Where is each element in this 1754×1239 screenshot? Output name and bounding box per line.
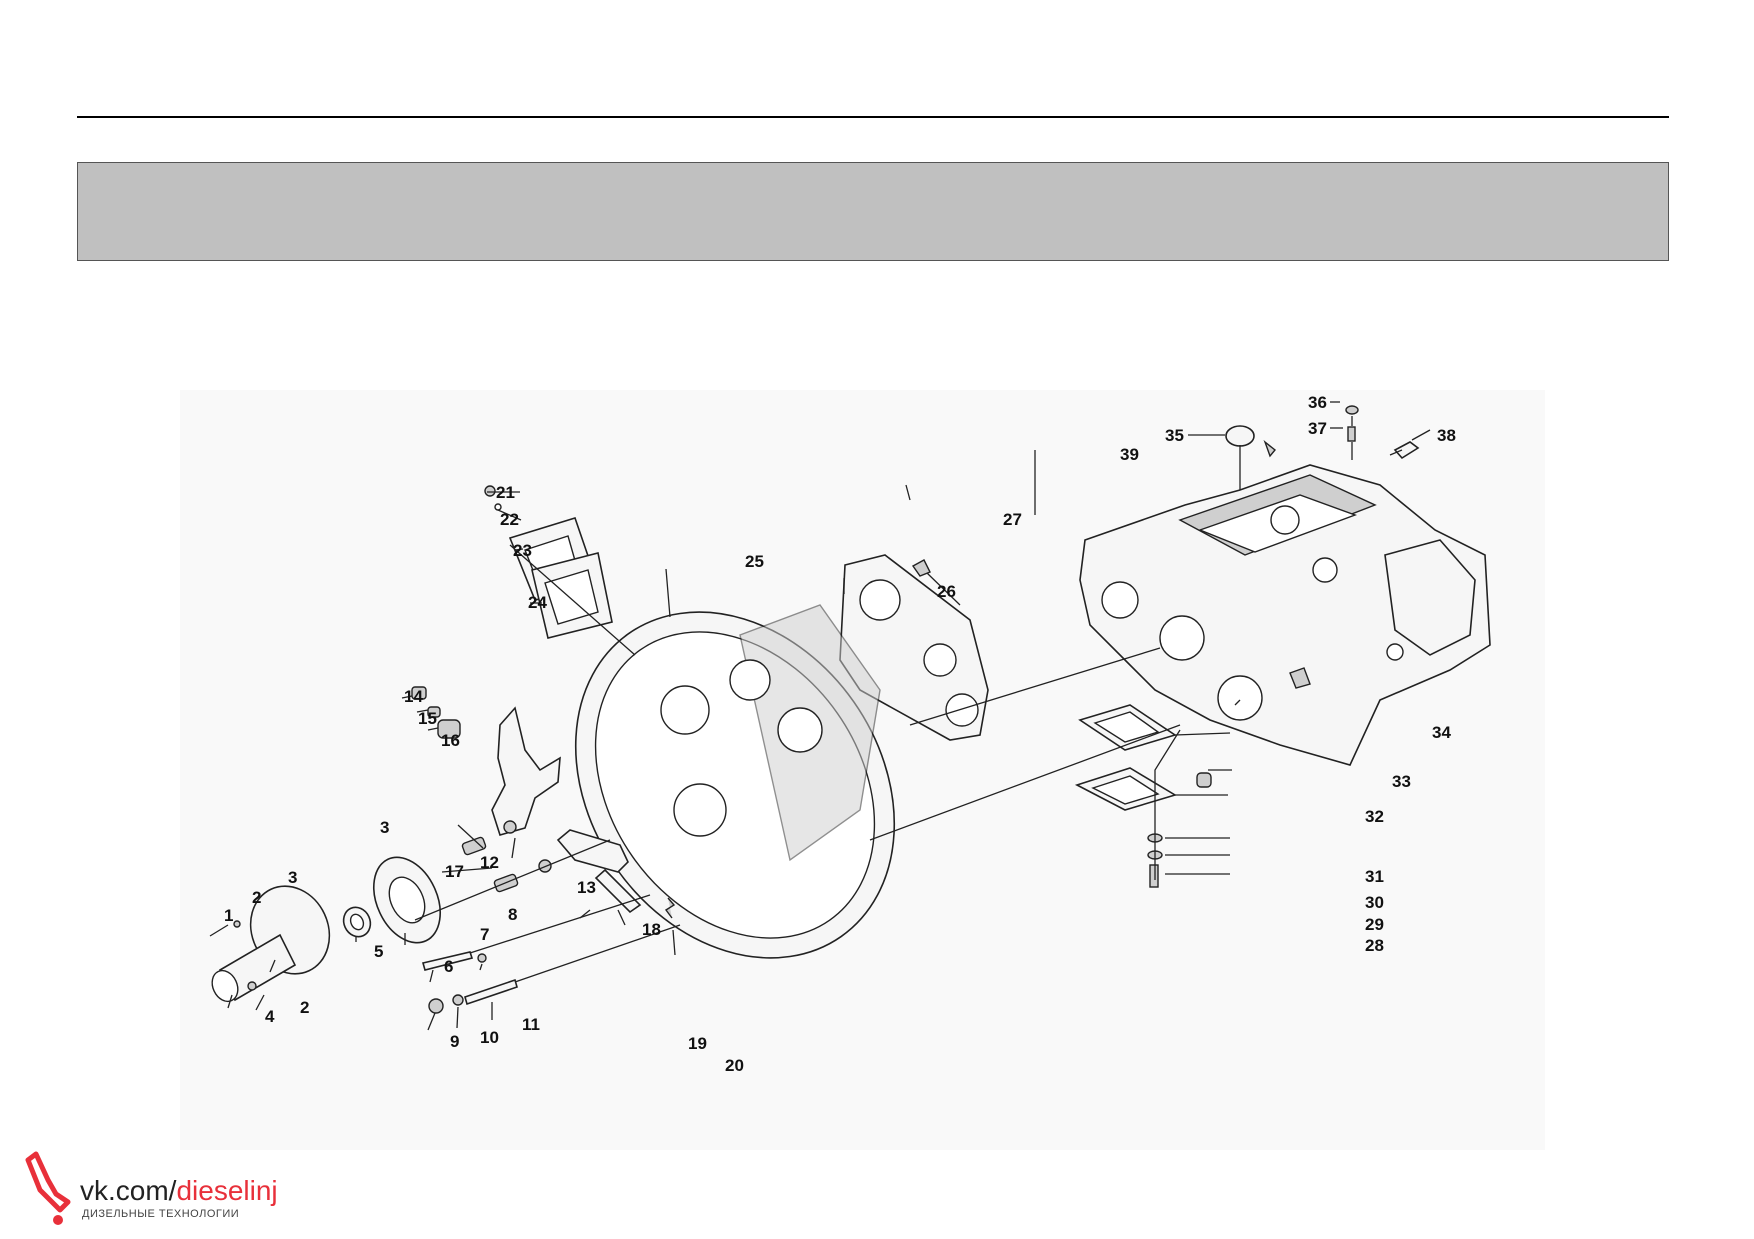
callout-29: 29 [1365, 915, 1384, 934]
assembly-leader-lines [414, 416, 1403, 983]
stud-bolts-part [422, 951, 518, 1014]
callout-39: 39 [1120, 445, 1139, 464]
callout-26: 26 [937, 582, 956, 601]
callout-20: 20 [725, 1056, 744, 1075]
callout-14: 14 [404, 687, 423, 706]
callout-33: 33 [1392, 772, 1411, 791]
callout-11: 11 [522, 1015, 540, 1034]
inspection-cover-part [484, 485, 613, 639]
release-fork-part [411, 686, 561, 836]
header-band [77, 162, 1669, 261]
callout-31: 31 [1365, 867, 1384, 886]
callout-22: 22 [500, 510, 519, 529]
callout-17: 17 [445, 862, 464, 881]
callout-2-bottom: 2 [300, 998, 309, 1017]
exploded-parts-diagram: 1 2 2 3 3 4 5 6 7 8 9 10 11 12 13 14 15 … [180, 390, 1545, 1150]
callout-3-float: 3 [380, 818, 389, 837]
callout-2-top: 2 [252, 888, 261, 907]
callout-18: 18 [642, 920, 661, 939]
callout-38: 38 [1437, 426, 1456, 445]
callout-35: 35 [1165, 426, 1184, 445]
callout-5: 5 [374, 942, 383, 961]
callout-36: 36 [1308, 393, 1327, 412]
callout-10: 10 [480, 1028, 499, 1047]
callout-labels: 1 2 2 3 3 4 5 6 7 8 9 10 11 12 13 14 15 … [224, 393, 1456, 1075]
callout-1: 1 [224, 906, 233, 925]
callout-13: 13 [577, 878, 596, 897]
callout-25: 25 [745, 552, 764, 571]
callout-9: 9 [450, 1032, 459, 1051]
fuel-injector-icon [25, 1151, 71, 1225]
diagram-svg: 1 2 2 3 3 4 5 6 7 8 9 10 11 12 13 14 15 … [209, 393, 1491, 1075]
brand-link[interactable]: vk.com/dieselinj [80, 1175, 278, 1207]
callout-37: 37 [1308, 419, 1327, 438]
callout-15: 15 [418, 709, 437, 728]
callout-6: 6 [444, 957, 453, 976]
callout-23: 23 [513, 541, 532, 560]
callout-27: 27 [1003, 510, 1022, 529]
callout-21: 21 [496, 483, 515, 502]
brand-accent: dieselinj [176, 1175, 278, 1206]
callout-30: 30 [1365, 893, 1384, 912]
callout-19: 19 [688, 1034, 707, 1053]
callout-24: 24 [528, 593, 547, 612]
brand-tagline: ДИЗЕЛЬНЫЕ ТЕХНОЛОГИИ [82, 1208, 240, 1220]
callout-34: 34 [1432, 723, 1451, 742]
callout-pointers [209, 401, 1431, 1031]
gearbox-housing-part [1079, 464, 1491, 766]
callout-28: 28 [1365, 936, 1384, 955]
callout-12: 12 [480, 853, 499, 872]
bearing-carrier-part [211, 856, 441, 1003]
brand-prefix: vk.com/ [80, 1175, 177, 1206]
top-rule [77, 116, 1669, 118]
callout-8: 8 [508, 905, 517, 924]
callout-3-carrier: 3 [288, 868, 297, 887]
clutch-housing-part [574, 604, 896, 959]
callout-7: 7 [480, 925, 489, 944]
callout-32: 32 [1365, 807, 1384, 826]
side-cover-part [1074, 704, 1177, 811]
callout-16: 16 [441, 731, 460, 750]
callout-4: 4 [265, 1007, 275, 1026]
